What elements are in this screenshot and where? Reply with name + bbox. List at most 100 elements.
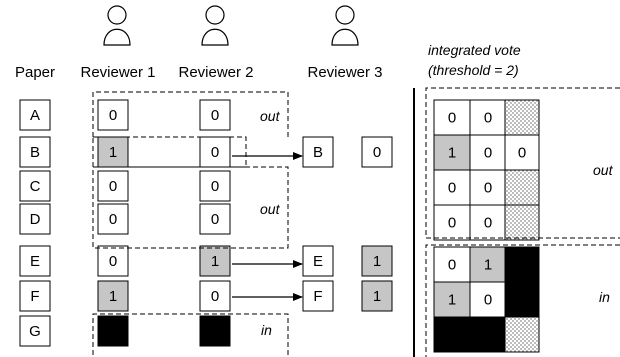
integrated-cell-c-2-text: 0 bbox=[484, 180, 492, 197]
reviewer2-vote-d: 0 bbox=[199, 203, 231, 235]
reviewer1-vote-c: 0 bbox=[97, 170, 129, 202]
paper-column: A BCD E F G bbox=[19, 99, 51, 347]
integrated-cell-f-2-text: 0 bbox=[484, 292, 492, 309]
reviewer2-vote-c: 0 bbox=[199, 170, 231, 202]
integrated-cell-e-2-text: 1 bbox=[484, 257, 492, 274]
reviewer3-paper-b: B bbox=[302, 136, 334, 168]
paper-cell-c-text: C bbox=[30, 178, 41, 195]
reviewer2-vote-a: 0 bbox=[199, 99, 231, 131]
reviewer3-vote-e-text: 1 bbox=[373, 253, 381, 270]
integrated-cell-b-3-text: 0 bbox=[518, 145, 526, 162]
reviewer1-vote-a-text: 0 bbox=[109, 107, 117, 124]
integrated-out-dashed-box bbox=[425, 87, 620, 239]
paper-cell-b-text: B bbox=[30, 144, 40, 161]
threshold-header: (threshold = 2) bbox=[428, 62, 519, 78]
reviewer2-vote-b: 0 bbox=[199, 136, 231, 168]
reviewer1-vote-d-text: 0 bbox=[109, 211, 117, 228]
reviewer3-paper-f: F bbox=[302, 280, 334, 312]
reviewer2-vote-d-text: 0 bbox=[211, 211, 219, 228]
reviewer2-vote-f-text: 0 bbox=[211, 288, 219, 305]
integrated-cell-b-2-text: 0 bbox=[484, 145, 492, 162]
integrated-cell-f-2: 0 bbox=[469, 281, 507, 318]
integrated-cell-e-2: 1 bbox=[469, 246, 507, 283]
reviewer3-vote-b: 0 bbox=[361, 136, 393, 168]
reviewer3-vote-f-text: 1 bbox=[373, 288, 381, 305]
reviewer-2-column: 0 0 0 0 1 0 1 bbox=[199, 99, 231, 347]
paper-cell-d-text: D bbox=[30, 211, 41, 228]
reviewer1-vote-g-text: 1 bbox=[109, 323, 117, 340]
integrated-cell-f-3: 1 bbox=[504, 281, 540, 318]
reviewer2-vote-g-text: 1 bbox=[211, 323, 219, 340]
integrated-cell-f-1: 1 bbox=[433, 281, 471, 318]
reviewer2-vote-g: 1 bbox=[199, 315, 231, 347]
integrated-cell-g-1: 1 bbox=[433, 316, 471, 353]
integrated-cell-c-1: 0 bbox=[433, 169, 471, 206]
reviewer-2-person-icon bbox=[201, 5, 229, 46]
integrated-cell-d-3 bbox=[504, 204, 540, 241]
paper-cell-e-text: E bbox=[30, 253, 40, 270]
paper-cell-g: G bbox=[19, 315, 51, 347]
group-a-out-label: out bbox=[260, 108, 281, 124]
reviewer2-vote-b-text: 0 bbox=[211, 144, 219, 161]
integrated-in-dashed-box bbox=[425, 244, 620, 357]
reviewer1-vote-d: 0 bbox=[97, 203, 129, 235]
integrated-cell-e-1-text: 0 bbox=[448, 257, 456, 274]
reviewer-3-person-icon bbox=[331, 5, 359, 46]
reviewer2-vote-e: 1 bbox=[199, 245, 231, 277]
reviewer2-vote-e-text: 1 bbox=[211, 253, 219, 270]
paper-header: Paper bbox=[15, 64, 55, 81]
reviewer1-vote-b-text: 1 bbox=[109, 144, 117, 161]
integrated-cell-c-3 bbox=[504, 169, 540, 206]
reviewer1-vote-g: 1 bbox=[97, 315, 129, 347]
integrated-cell-g-2-text: 1 bbox=[484, 327, 492, 344]
reviewer3-paper-e: E bbox=[302, 245, 334, 277]
reviewer1-vote-b: 1 bbox=[97, 136, 129, 168]
paper-cell-b: B bbox=[19, 136, 51, 168]
reviewer-1-person-icon bbox=[103, 5, 131, 46]
integrated-cell-b-1-text: 1 bbox=[448, 145, 456, 162]
reviewer3-paper-e-text: E bbox=[313, 253, 323, 270]
reviewer2-vote-c-text: 0 bbox=[211, 178, 219, 195]
integrated-cell-e-3-text: 1 bbox=[518, 257, 526, 274]
reviewer1-vote-e: 0 bbox=[97, 245, 129, 277]
integrated-cell-c-2: 0 bbox=[469, 169, 507, 206]
integrated-cell-d-1: 0 bbox=[433, 204, 471, 241]
reviewer1-vote-f: 1 bbox=[97, 280, 129, 312]
integrated-cell-b-1: 1 bbox=[433, 134, 471, 171]
integrated-cell-b-3: 0 bbox=[504, 134, 540, 171]
group-g-dashed-box bbox=[92, 313, 289, 355]
integrated-cell-a-1-text: 0 bbox=[448, 110, 456, 127]
reviewer3-vote-e: 1 bbox=[361, 245, 393, 277]
integrated-cell-a-1: 0 bbox=[433, 99, 471, 136]
group-cd-dashed-box bbox=[92, 166, 289, 249]
integrated-cell-f-1-text: 1 bbox=[448, 292, 456, 309]
paper-cell-f-text: F bbox=[30, 288, 39, 305]
integrated-cell-d-1-text: 0 bbox=[448, 215, 456, 232]
integrated-cell-g-2: 1 bbox=[469, 316, 507, 353]
reviewer-1-header: Reviewer 1 bbox=[80, 64, 155, 81]
group-cd-out-label: out bbox=[260, 201, 281, 217]
reviewer3-paper-b-text: B bbox=[313, 144, 323, 161]
integrated-out-label: out bbox=[593, 162, 614, 178]
reviewer1-vote-a: 0 bbox=[97, 99, 129, 131]
integrated-cell-g-1-text: 1 bbox=[448, 327, 456, 344]
paper-cell-e: E bbox=[19, 245, 51, 277]
integrated-cell-e-1: 0 bbox=[433, 246, 471, 283]
group-g-in-label: in bbox=[261, 322, 272, 338]
integrated-cell-a-2-text: 0 bbox=[484, 110, 492, 127]
integrated-cell-g-3 bbox=[504, 316, 540, 353]
reviewer3-vote-b-text: 0 bbox=[373, 144, 381, 161]
reviewer2-vote-f: 0 bbox=[199, 280, 231, 312]
reviewer1-vote-f-text: 1 bbox=[109, 288, 117, 305]
paper-cell-c: C bbox=[19, 170, 51, 202]
integrated-vote-header: integrated vote bbox=[428, 42, 521, 58]
integrated-cell-d-2-text: 0 bbox=[484, 215, 492, 232]
paper-cell-d: D bbox=[19, 203, 51, 235]
reviewer-3-header: Reviewer 3 bbox=[307, 64, 382, 81]
integrated-in-label: in bbox=[599, 289, 610, 305]
paper-cell-a-text: A bbox=[30, 107, 40, 124]
paper-cell-g-text: G bbox=[29, 323, 41, 340]
